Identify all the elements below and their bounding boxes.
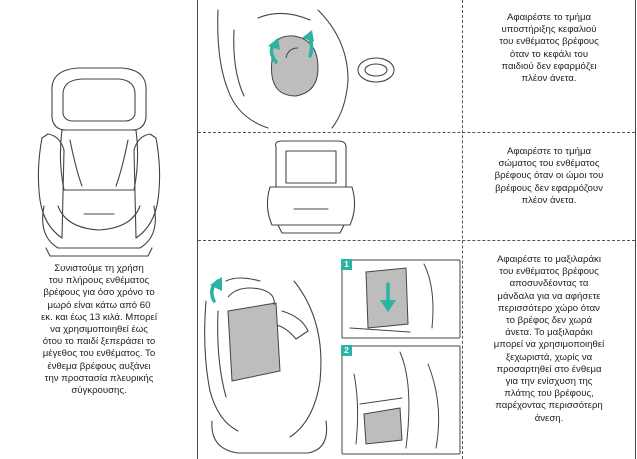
pillow-detail-1-illustration [341, 259, 461, 339]
full-seat-illustration [37, 67, 161, 257]
column-divider-left [197, 0, 198, 459]
step-2-text: Αφαιρέστε το τμήμα σώματος του ενθέματος… [494, 146, 604, 206]
step-badge-2: 2 [341, 345, 352, 356]
step-1-text: Αφαιρέστε το τμήμα υποστήριξης κεφαλιού … [499, 12, 599, 85]
left-panel-text: Συνιστούμε τη χρήση του πλήρους ενθέματο… [41, 263, 157, 397]
head-support-illustration [217, 9, 395, 129]
page-right-border [635, 0, 636, 459]
pillow-detail-2-illustration [341, 345, 461, 455]
column-divider-right [462, 0, 463, 459]
body-part-illustration [266, 140, 356, 234]
step-3-text: Αφαιρέστε το μαξιλαράκι του ενθέματος βρ… [493, 254, 605, 424]
step-badge-1: 1 [341, 259, 352, 270]
pillow-main-illustration [204, 277, 328, 454]
row-divider-2 [198, 240, 635, 241]
row-divider-1 [198, 132, 635, 133]
